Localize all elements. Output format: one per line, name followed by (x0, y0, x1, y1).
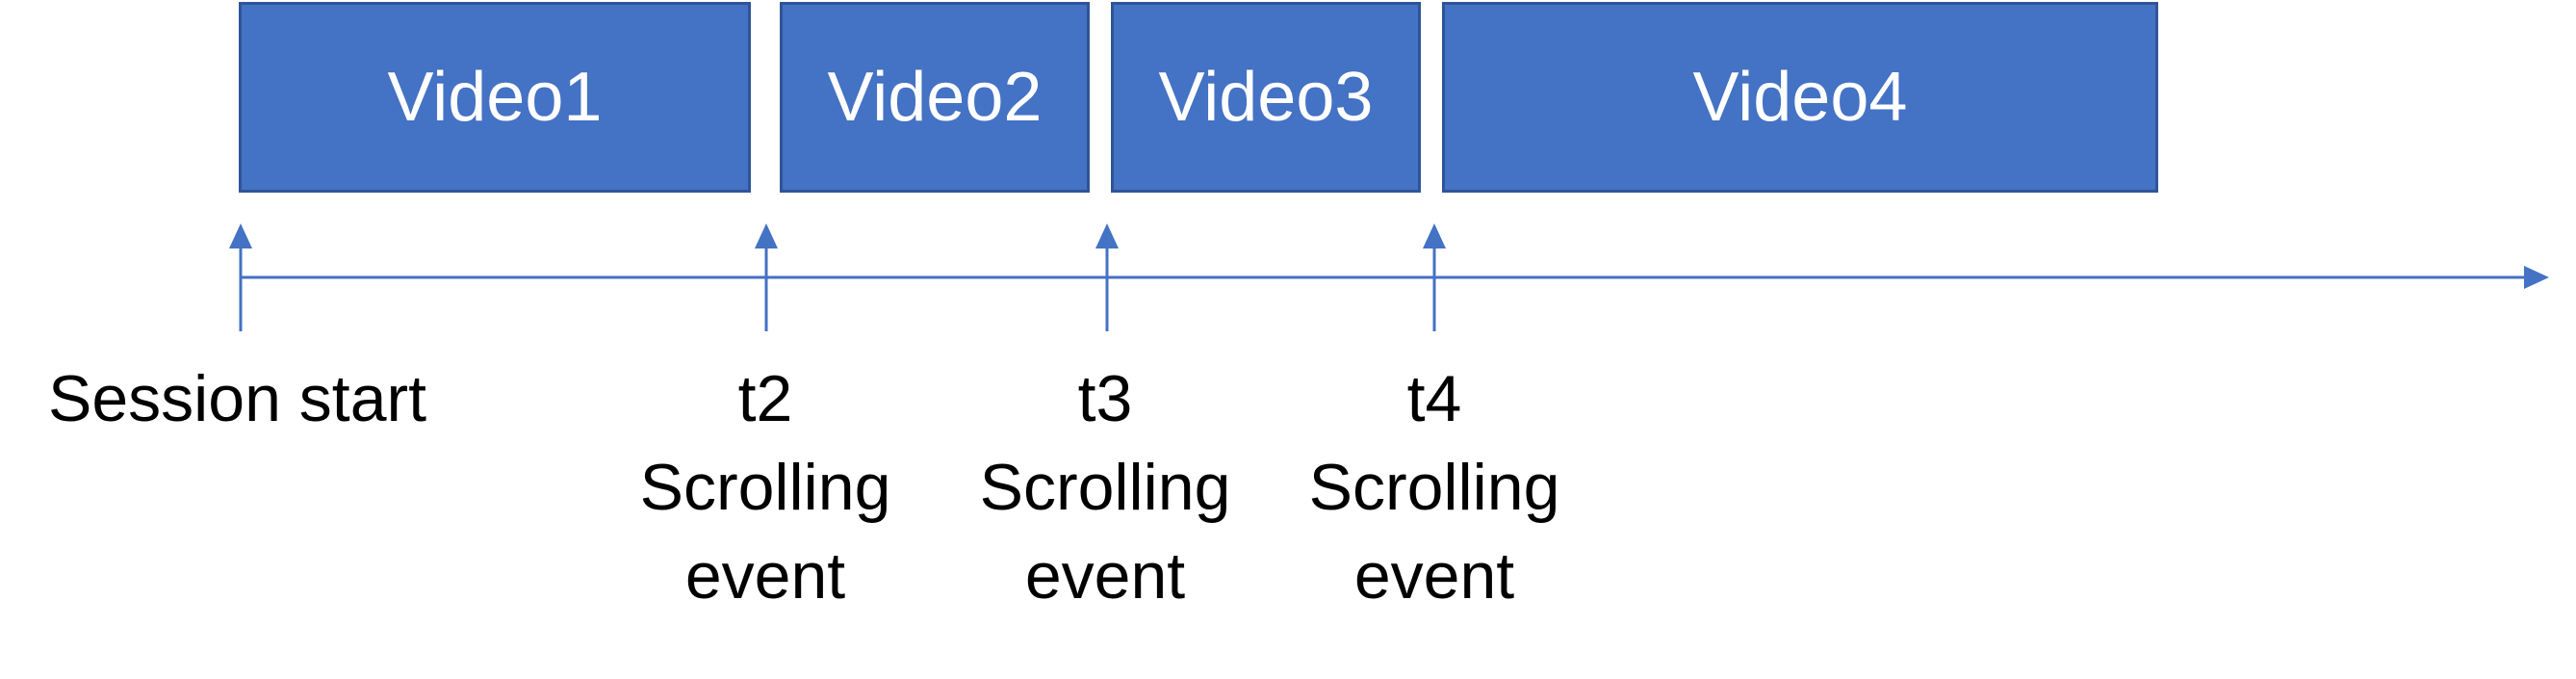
event-t2-time: t2 (737, 362, 793, 435)
event-t4-line2: event (1353, 539, 1515, 613)
video4-box: Video4 (1442, 2, 2158, 193)
video2-label: Video2 (827, 59, 1043, 136)
t2-arrowhead (755, 223, 778, 248)
t4-arrowhead (1423, 223, 1446, 248)
video1-box: Video1 (239, 2, 751, 193)
video4-label: Video4 (1692, 59, 1908, 136)
video1-label: Video1 (387, 59, 603, 136)
session-start-label: Session start (48, 354, 426, 443)
event-t4-time: t4 (1406, 362, 1462, 435)
event-t3-line2: event (1024, 539, 1186, 613)
event-t3-line1: Scrolling (979, 451, 1231, 524)
video3-label: Video3 (1158, 59, 1374, 136)
event-t4-line1: Scrolling (1308, 451, 1560, 524)
video3-box: Video3 (1111, 2, 1421, 193)
event-t2-line2: event (684, 539, 846, 613)
timeline-arrowhead (2524, 266, 2549, 289)
event-t2-line1: Scrolling (639, 451, 891, 524)
session-start-arrowhead (229, 223, 252, 248)
event-t3-time: t3 (1077, 362, 1133, 435)
video2-box: Video2 (780, 2, 1090, 193)
scroll-event-t4: t4 Scrolling event (1275, 354, 1593, 620)
scroll-event-t2: t2 Scrolling event (606, 354, 924, 620)
t3-arrowhead (1095, 223, 1119, 248)
session-start-text: Session start (48, 362, 427, 435)
scroll-event-t3: t3 Scrolling event (946, 354, 1264, 620)
